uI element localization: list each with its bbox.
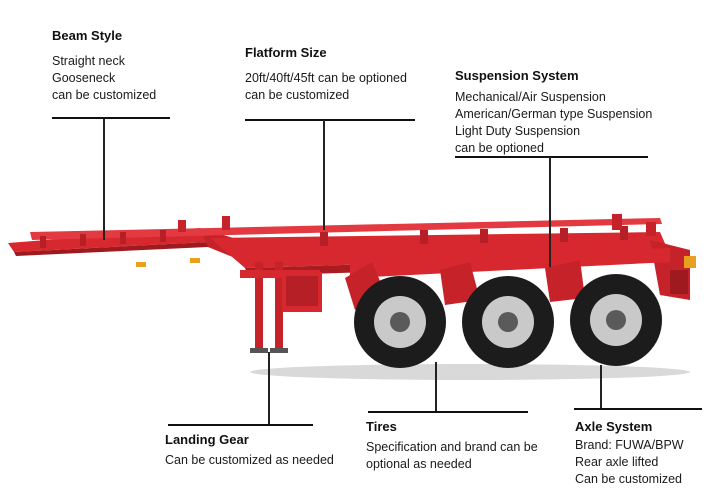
- platform-size-underline: [245, 119, 415, 121]
- suspension-line: Mechanical/Air Suspension: [455, 90, 606, 104]
- landing-gear: [240, 262, 322, 353]
- beam-style-title: Beam Style: [52, 28, 123, 43]
- landing-gear-underline: [168, 424, 313, 426]
- axle-underline: [574, 408, 702, 410]
- tires-leader: [435, 362, 437, 412]
- beam-style-leader: [103, 118, 105, 240]
- tires-line: Specification and brand can be: [366, 440, 538, 454]
- beam-style-line: can be customized: [52, 88, 157, 102]
- platform-size-title: Flatform Size: [245, 45, 327, 60]
- suspension-title: Suspension System: [455, 68, 579, 83]
- platform-size-callout: Flatform Size 20ft/40ft/45ft can be opti…: [245, 45, 407, 104]
- suspension-leader: [549, 157, 551, 267]
- landing-gear-leader: [268, 352, 270, 425]
- deck-crossmembers: [40, 226, 628, 248]
- tires-underline: [368, 411, 528, 413]
- landing-gear-line: Can be customized as needed: [165, 453, 334, 467]
- suspension-callout: Suspension System Mechanical/Air Suspens…: [455, 68, 652, 157]
- axle-line: Brand: FUWA/BPW: [575, 438, 684, 452]
- tires-line: optional as needed: [366, 457, 472, 471]
- ground-shadow: [250, 364, 690, 380]
- beam-style-underline: [52, 117, 170, 119]
- suspension-line: American/German type Suspension: [455, 107, 653, 121]
- platform-size-leader: [323, 120, 325, 230]
- suspension-underline: [455, 156, 648, 158]
- tires-callout: Tires Specification and brand can be opt…: [366, 419, 538, 473]
- beam-style-callout: Beam Style Straight neck Gooseneck can b…: [52, 28, 156, 104]
- tires-title: Tires: [366, 419, 397, 434]
- beam-style-line: Straight neck: [52, 54, 125, 68]
- landing-gear-callout: Landing Gear Can be customized as needed: [165, 432, 334, 469]
- side-markers: [136, 258, 200, 267]
- platform-size-line: 20ft/40ft/45ft can be optioned: [245, 71, 407, 85]
- beam-style-line: Gooseneck: [52, 71, 116, 85]
- suspension-line: can be optioned: [455, 141, 544, 155]
- axle-callout: Axle System Brand: FUWA/BPW Rear axle li…: [575, 419, 684, 488]
- landing-gear-title: Landing Gear: [165, 432, 249, 447]
- axle-title: Axle System: [575, 419, 653, 434]
- tire-front: [354, 276, 446, 368]
- suspension-line: Light Duty Suspension: [455, 124, 581, 138]
- axle-line: Rear axle lifted: [575, 455, 659, 469]
- twist-locks: [178, 214, 656, 236]
- tire-middle: [462, 276, 554, 368]
- suspension-frame: [345, 248, 670, 310]
- tire-rear: [570, 274, 662, 366]
- axle-leader: [600, 365, 602, 408]
- axle-line: Can be customized: [575, 472, 683, 486]
- platform-size-line: can be customized: [245, 88, 350, 102]
